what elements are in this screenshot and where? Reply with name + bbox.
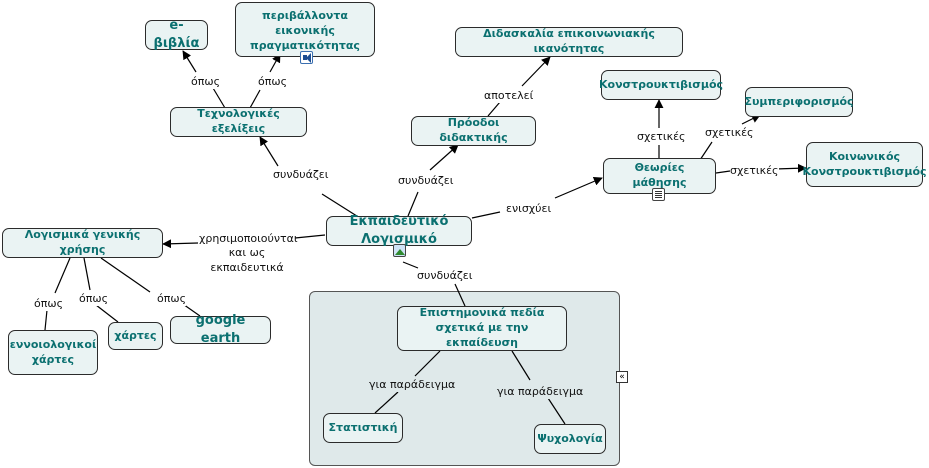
link-main-theories-2 bbox=[554, 177, 603, 199]
link-main-fields-1 bbox=[402, 261, 419, 269]
node-ebooks[interactable]: e-βιβλία bbox=[145, 18, 208, 51]
link-label-opos-gearth: όπως bbox=[157, 292, 187, 307]
node-constructivism[interactable]: Κονστρουκτιβισμός bbox=[599, 70, 723, 100]
link-label-related-constructivism: σχετικές bbox=[637, 130, 686, 145]
document-icon[interactable] bbox=[652, 188, 665, 201]
link-label-opos-vr: όπως bbox=[258, 75, 288, 90]
link-general-maps-2 bbox=[95, 304, 119, 323]
node-teaching[interactable]: Διδασκαλία επικοινωνιακής ικανότητας bbox=[455, 27, 683, 57]
node-behaviorism[interactable]: Συμπεριφορισμός bbox=[744, 87, 854, 117]
link-main-tech-arrow bbox=[259, 136, 279, 167]
node-vr[interactable]: περιβάλλοντα εικονικής πραγματικότητας bbox=[235, 2, 375, 57]
node-social[interactable]: Κοινωνικός Κονστρουκτιβισμός bbox=[802, 142, 927, 187]
node-progress[interactable]: Πρόοδοι διδακτικής bbox=[411, 116, 536, 146]
link-label-example-psych: για παράδειγμα bbox=[497, 385, 584, 400]
node-fields[interactable]: Επιστημονικά πεδία σχετικά με την εκπαίδ… bbox=[397, 306, 567, 351]
node-psych[interactable]: Ψυχολογία bbox=[534, 424, 606, 454]
link-label-combines-progress: συνδυάζει bbox=[398, 174, 454, 189]
link-label-opos-ebooks: όπως bbox=[191, 75, 221, 90]
link-main-progress-1 bbox=[407, 191, 419, 217]
link-label-constitutes: αποτελεί bbox=[484, 89, 534, 104]
link-label-used-as: χρησιμοποιούνται και ως εκπαιδευτικά bbox=[199, 232, 298, 275]
image-icon[interactable] bbox=[393, 244, 406, 257]
link-general-concept-2 bbox=[44, 309, 48, 331]
link-fields-stats-2 bbox=[374, 391, 399, 414]
link-progress-teaching-2 bbox=[521, 56, 551, 87]
node-maps[interactable]: χάρτες bbox=[108, 322, 163, 350]
link-tech-ebooks-1 bbox=[212, 87, 226, 109]
link-label-related-behaviorism: σχετικές bbox=[705, 126, 754, 141]
link-fields-stats-1 bbox=[414, 350, 441, 377]
speaker-icon[interactable] bbox=[300, 51, 313, 64]
node-general[interactable]: Λογισμικά γενικής χρήσης bbox=[2, 228, 163, 258]
node-theories[interactable]: Θεωρίες μάθησης bbox=[603, 158, 716, 194]
link-tech-vr-2 bbox=[269, 53, 281, 73]
link-label-example-stats: για παράδειγμα bbox=[369, 378, 456, 393]
link-theories-behaviorism-1 bbox=[699, 141, 713, 161]
node-main[interactable]: Εκπαιδευτικό Λογισμικό bbox=[326, 214, 472, 247]
link-main-theories-1 bbox=[471, 211, 501, 219]
link-tech-vr-1 bbox=[249, 89, 261, 109]
link-general-concept-1 bbox=[54, 257, 71, 294]
link-label-combines-tech: συνδυάζει bbox=[273, 168, 329, 183]
node-concept[interactable]: εννοιολογικοί χάρτες bbox=[8, 330, 98, 375]
link-main-fields-2 bbox=[454, 283, 466, 307]
link-general-gearth-1 bbox=[100, 257, 151, 293]
node-stats[interactable]: Στατιστική bbox=[323, 413, 403, 443]
link-fields-psych-2 bbox=[547, 397, 566, 425]
link-tech-ebooks-2 bbox=[182, 50, 197, 73]
link-main-general-2 bbox=[162, 239, 199, 249]
link-label-opos-maps: όπως bbox=[79, 292, 109, 307]
link-general-maps-1 bbox=[83, 257, 91, 291]
node-gearth[interactable]: google earth bbox=[170, 313, 271, 346]
collapse-icon[interactable]: « bbox=[616, 371, 628, 383]
link-label-related-social: σχετικές bbox=[730, 164, 779, 179]
link-main-general-1 bbox=[294, 234, 326, 239]
link-theories-social-2 bbox=[774, 163, 807, 173]
link-main-progress-2 bbox=[429, 144, 459, 171]
node-tech[interactable]: Τεχνολογικές εξελίξεις bbox=[170, 107, 307, 137]
link-main-tech bbox=[321, 193, 361, 219]
link-progress-teaching-1 bbox=[487, 101, 501, 117]
link-label-combines-fields: συνδυάζει bbox=[417, 269, 473, 284]
link-label-strengthens: ενισχύει bbox=[506, 202, 552, 217]
link-fields-psych-1 bbox=[511, 350, 531, 381]
link-theories-social-1 bbox=[715, 170, 731, 174]
link-label-opos-concept: όπως bbox=[34, 297, 64, 312]
